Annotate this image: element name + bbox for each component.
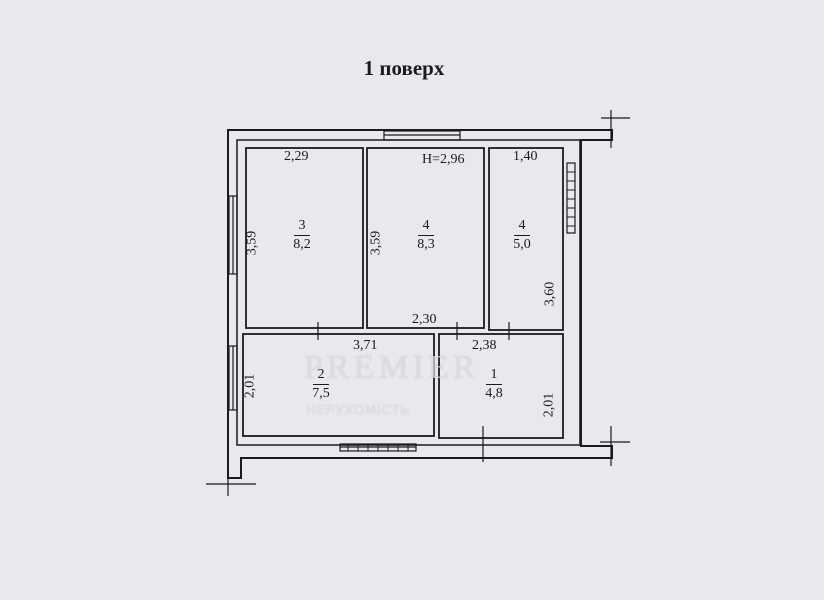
- room-4b-width: 1,40: [513, 149, 538, 164]
- watermark-brand: PREMIER: [304, 349, 480, 386]
- outer-wall: [227, 129, 613, 479]
- room-3-length: 3,59: [244, 230, 260, 256]
- room-4a-label: 4 8,3: [406, 218, 446, 253]
- room-3-area: 8,2: [293, 237, 311, 253]
- room-1-width: 2,38: [472, 338, 497, 353]
- room-2-area: 7,5: [312, 386, 330, 402]
- room-2-number: 2: [313, 367, 329, 386]
- window-right: [566, 162, 576, 234]
- outer-wall-inner: [236, 139, 581, 446]
- room-3-outline: [245, 147, 364, 329]
- room-1-number: 1: [486, 367, 502, 386]
- room-3-width: 2,29: [284, 149, 309, 164]
- room-2-outline: [242, 333, 435, 437]
- room-4b-area: 5,0: [513, 237, 531, 253]
- room-4b-label: 4 5,0: [502, 218, 542, 253]
- watermark-subtitle: НЕРУХОМІСТЬ: [306, 402, 410, 417]
- room-4b-outline: [488, 147, 564, 331]
- room-3-number: 3: [294, 218, 310, 237]
- room-4a-area: 8,3: [417, 237, 435, 253]
- floor-title: 1 поверх: [363, 56, 445, 80]
- room-1-outline: [438, 333, 564, 439]
- room-2-width: 3,71: [353, 338, 378, 353]
- room-1-length: 2,01: [541, 392, 557, 418]
- room-4b-number: 4: [514, 218, 530, 237]
- height-label: H=2,96: [422, 152, 465, 167]
- room-1-label: 1 4,8: [474, 367, 514, 402]
- room-4a-length: 3,59: [368, 230, 384, 256]
- room-2-label: 2 7,5: [301, 367, 341, 402]
- room-4b-length: 3,60: [542, 281, 558, 307]
- room-3-label: 3 8,2: [282, 218, 322, 253]
- corridor-width: 2,30: [412, 312, 437, 327]
- room-1-area: 4,8: [485, 386, 503, 402]
- room-4a-outline: [366, 147, 485, 329]
- room-2-length: 2,01: [242, 373, 258, 399]
- room-4a-number: 4: [418, 218, 434, 237]
